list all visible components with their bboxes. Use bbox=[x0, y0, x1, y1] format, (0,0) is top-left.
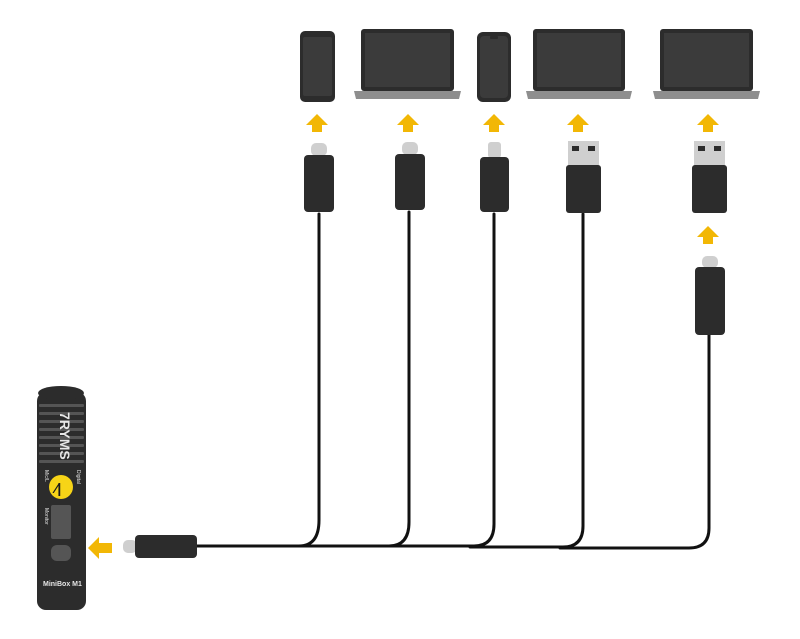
phone-icon bbox=[477, 32, 511, 102]
mic-brand: 7RYMS bbox=[57, 412, 73, 460]
left-arrow-icon bbox=[88, 537, 112, 559]
usb-a-connector bbox=[566, 141, 601, 213]
usb-c-connector bbox=[695, 256, 725, 335]
lightning-connector bbox=[480, 142, 509, 212]
laptop-icon bbox=[653, 29, 760, 99]
laptop-icon bbox=[354, 29, 461, 99]
up-arrow-icon bbox=[567, 114, 589, 132]
usb-c-connector bbox=[123, 535, 197, 558]
mic-badge bbox=[49, 475, 73, 499]
phone-icon bbox=[300, 31, 335, 102]
laptop-icon bbox=[526, 29, 632, 99]
usb-c-connector bbox=[395, 142, 425, 210]
up-arrow-icon bbox=[397, 114, 419, 132]
up-arrow-icon bbox=[697, 114, 719, 132]
mic-switch-mid: Digital bbox=[75, 470, 81, 484]
mic-switch-top: Mic/L bbox=[43, 470, 49, 482]
up-arrow-icon bbox=[483, 114, 505, 132]
mic-model: MiniBox M1 bbox=[43, 581, 82, 588]
up-arrow-icon bbox=[697, 226, 719, 244]
mic-badge-glyph: ⁄| bbox=[52, 480, 61, 496]
mic-switch-side: Monitor bbox=[43, 508, 49, 525]
usb-a-connector bbox=[692, 141, 727, 213]
usb-c-connector bbox=[304, 143, 334, 212]
mic-grille bbox=[39, 404, 84, 463]
microphone: 7RYMS ⁄| Mic/L Digital Monitor MiniBox M… bbox=[37, 386, 86, 610]
up-arrow-icon bbox=[306, 114, 328, 132]
cable-bundle bbox=[194, 210, 711, 550]
